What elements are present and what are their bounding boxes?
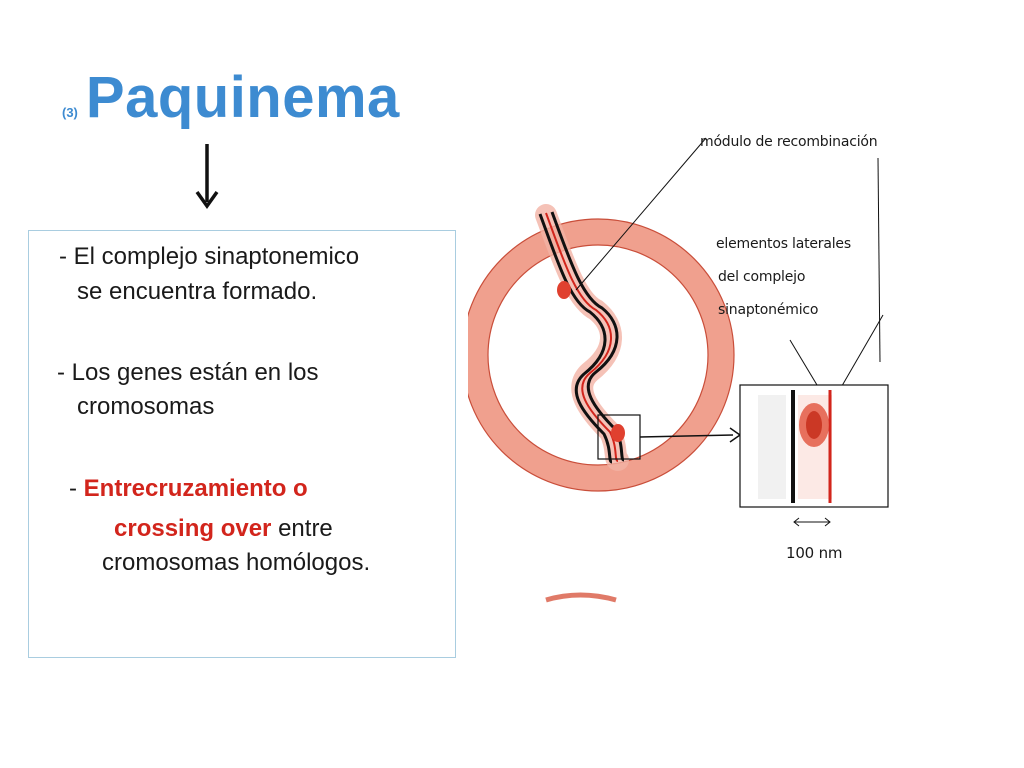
title-number: (3): [62, 105, 78, 120]
figure-drawing: [461, 137, 889, 603]
bullet-3-line-2: crossing over entre: [114, 515, 333, 543]
bullet-1-line-1: - El complejo sinaptonemico: [59, 243, 360, 270]
nucleus-ring: [462, 219, 734, 491]
title-text: Paquinema: [85, 65, 400, 130]
bullet-1-line-2: se encuentra formado.: [77, 278, 318, 305]
bullet-3-highlight-1: Entrecruzamiento o: [83, 475, 308, 502]
lateral-elements-label-3: sinaptonémico: [718, 302, 819, 318]
bullet-3-highlight-2: crossing over: [114, 515, 272, 542]
synaptonemal-complex-figure: módulo de recombinación elementos latera…: [461, 110, 928, 610]
down-arrow-icon: [195, 144, 219, 210]
bullet-2-line-1: - Los genes están en los: [57, 359, 319, 386]
lateral-elements-label-2: del complejo: [718, 269, 806, 285]
bullet-3-line-1: - Entrecruzamiento o: [69, 475, 308, 503]
content-text-box: - El complejo sinaptonemico se encuentra…: [28, 230, 456, 658]
bullet-3-rest: entre: [271, 515, 333, 542]
bullet-3-line-3: cromosomas homólogos.: [102, 549, 371, 576]
slide-title: (3) Paquinema: [62, 64, 400, 131]
recombination-module-label: módulo de recombinación: [700, 134, 878, 150]
scale-bar-label: 100 nm: [786, 544, 843, 562]
bullet-2-line-2: cromosomas: [77, 393, 215, 420]
bullet-3-dash: -: [69, 475, 84, 502]
lateral-elements-label-1: elementos laterales: [716, 236, 851, 252]
